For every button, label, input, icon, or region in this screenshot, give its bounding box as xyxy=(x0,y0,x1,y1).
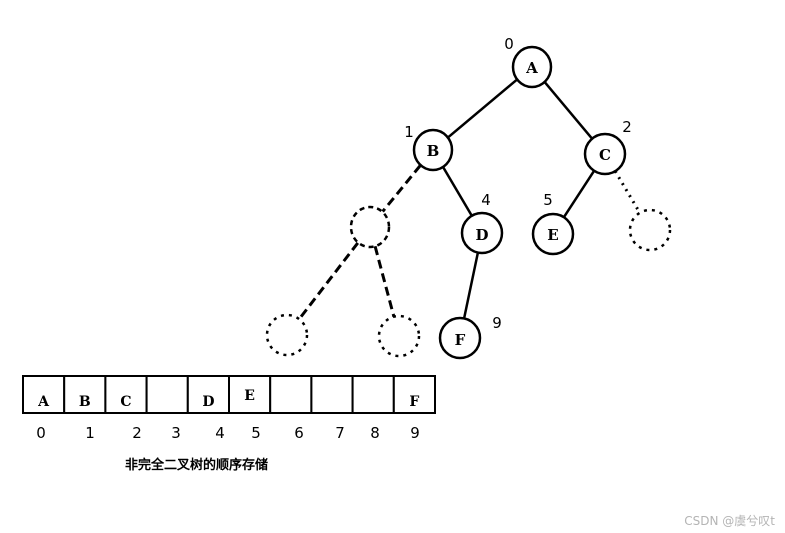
edge-B-D xyxy=(442,166,473,217)
array-index: 7 xyxy=(335,424,345,442)
array-cell xyxy=(22,375,66,414)
watermark: CSDN @虞兮叹t xyxy=(684,514,775,528)
edge-D-F xyxy=(462,252,480,319)
edge-A-C xyxy=(543,81,594,140)
missing-edge-C-g4 xyxy=(613,170,642,214)
storage-array: A B C D E F xyxy=(22,375,436,414)
node-label: B xyxy=(427,142,440,160)
array-cell-label: A xyxy=(37,394,50,410)
missing-edge-B-g1 xyxy=(381,164,422,213)
edge-C-E xyxy=(562,170,596,218)
array-cell-label: B xyxy=(79,394,91,410)
tree-nodes: A 0 B 1 C 2 D 4 E 5 F 9 xyxy=(404,35,632,360)
array-cell xyxy=(104,375,148,414)
node-label: C xyxy=(599,146,611,164)
array-index: 6 xyxy=(294,424,304,442)
array-cell-label: D xyxy=(202,394,214,410)
node-index: 9 xyxy=(492,314,502,332)
array-cell xyxy=(269,375,313,414)
missing-edges xyxy=(298,164,642,321)
array-cell xyxy=(392,375,436,414)
node-circle xyxy=(460,211,504,255)
node-circle xyxy=(412,128,454,172)
missing-edge-g1-g2 xyxy=(298,241,359,321)
array-index: 8 xyxy=(370,424,380,442)
array-cell-label: F xyxy=(409,394,419,410)
array-index: 0 xyxy=(36,424,46,442)
node-circle xyxy=(511,45,553,89)
array-index: 9 xyxy=(410,424,420,442)
tree-node-C: C 2 xyxy=(583,118,632,176)
node-circle xyxy=(583,132,627,176)
node-label: A xyxy=(525,59,538,77)
tree-node-A: A 0 xyxy=(504,35,553,89)
missing-node-g1 xyxy=(349,205,391,249)
array-index: 4 xyxy=(215,424,225,442)
array-cell xyxy=(310,375,354,414)
array-index: 1 xyxy=(85,424,95,442)
node-label: E xyxy=(547,226,558,244)
missing-node-g3 xyxy=(377,314,421,358)
edge-A-B xyxy=(447,78,518,139)
node-index: 1 xyxy=(404,123,414,141)
array-cell-label: E xyxy=(244,388,255,404)
tree-node-B: B 1 xyxy=(404,123,454,172)
tree-node-E: E 5 xyxy=(531,191,575,256)
array-index: 5 xyxy=(251,424,261,442)
node-label: D xyxy=(475,226,488,244)
node-circle xyxy=(438,316,482,360)
tree-edges xyxy=(442,78,596,319)
array-index-row: 0 1 2 3 4 5 6 7 8 9 xyxy=(36,424,420,442)
array-index: 3 xyxy=(171,424,181,442)
missing-nodes xyxy=(265,205,672,358)
node-circle xyxy=(531,212,575,256)
node-label: F xyxy=(455,331,466,349)
diagram-caption: 非完全二叉树的顺序存储 xyxy=(125,457,268,473)
array-cell xyxy=(351,375,395,414)
array-index: 2 xyxy=(132,424,142,442)
node-index: 5 xyxy=(543,191,553,209)
missing-edge-g1-g3 xyxy=(373,245,396,318)
node-index: 0 xyxy=(504,35,514,53)
missing-node-g4 xyxy=(628,208,672,252)
missing-node-g2 xyxy=(265,313,309,357)
array-cell-label: C xyxy=(120,394,131,410)
tree-node-D: D 4 xyxy=(460,191,504,255)
node-index: 4 xyxy=(481,191,491,209)
tree-node-F: F 9 xyxy=(438,314,502,360)
node-index: 2 xyxy=(622,118,632,136)
array-cell xyxy=(145,375,189,414)
